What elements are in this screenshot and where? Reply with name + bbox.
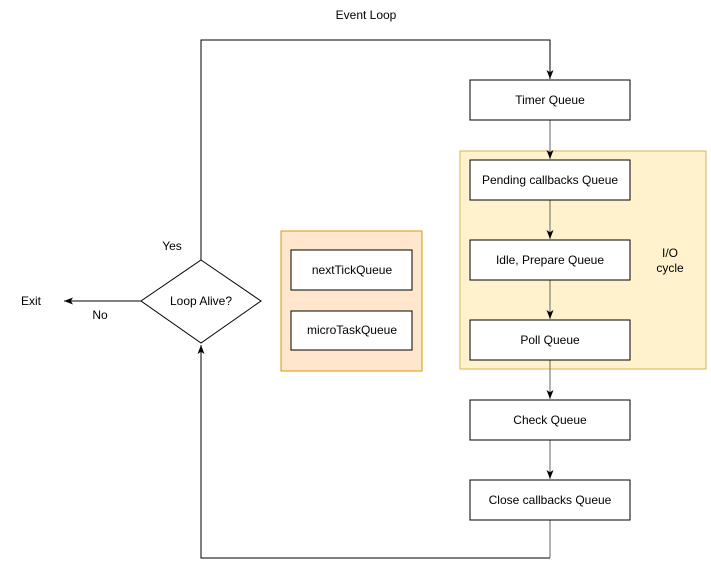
decision-diamond-loop-alive [140, 259, 262, 344]
node-pending-callbacks-queue [469, 159, 631, 201]
exit-label: Exit [21, 294, 42, 308]
node-close-callbacks-queue [469, 479, 631, 521]
node-next-tick-queue-label: nextTickQueue [312, 263, 393, 277]
no-branch-label: No [92, 308, 108, 322]
edge-yes-to-timer [200, 39, 554, 260]
node-idle-prepare-queue [469, 239, 631, 281]
diagram-title: Event Loop [336, 8, 397, 22]
io-cycle-label-line1: I/O [662, 246, 678, 260]
node-timer-queue-label: Timer Queue [515, 93, 585, 107]
node-pending-callbacks-queue-label: Pending callbacks Queue [482, 173, 618, 187]
node-poll-queue [469, 319, 631, 361]
decision-label: Loop Alive? [170, 294, 232, 308]
edge-loop-back-to-decision [197, 345, 550, 559]
node-micro-task-queue [290, 310, 413, 351]
node-timer-queue [469, 79, 631, 121]
node-next-tick-queue [290, 249, 413, 291]
node-micro-task-queue-label: microTaskQueue [307, 323, 397, 337]
node-poll-queue-label: Poll Queue [520, 333, 580, 347]
node-check-queue-label: Check Queue [513, 413, 587, 427]
node-idle-prepare-queue-label: Idle, Prepare Queue [496, 253, 604, 267]
io-cycle-label-line2: cycle [656, 261, 684, 275]
yes-branch-label: Yes [162, 239, 182, 253]
node-close-callbacks-queue-label: Close callbacks Queue [489, 493, 612, 507]
node-check-queue [469, 399, 631, 441]
